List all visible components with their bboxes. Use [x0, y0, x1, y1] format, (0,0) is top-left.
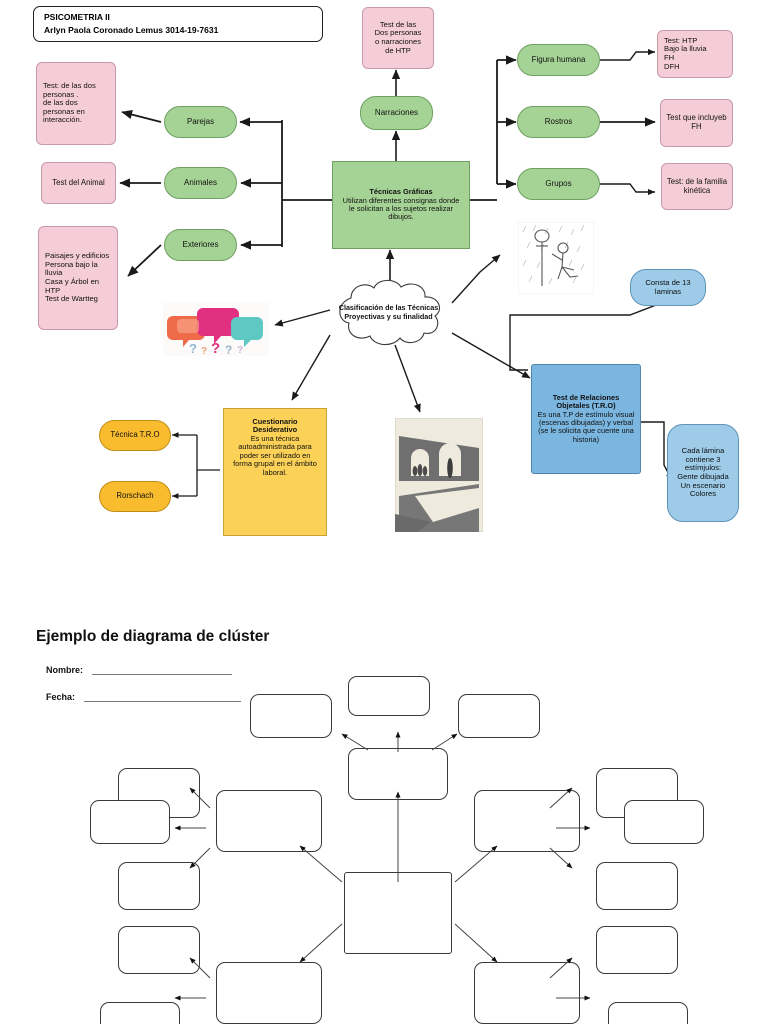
dos-personas-text: Test: de las dos personas . de las dos p…: [43, 80, 96, 125]
cluster-leaf-ur-2[interactable]: [624, 800, 704, 844]
note-htp-lluvia[interactable]: Test: HTP Bajo la lluvia FH DFH: [657, 30, 733, 78]
node-parejas[interactable]: Parejas: [164, 106, 237, 138]
node-tecnica-tro[interactable]: Técnica T.R.O: [99, 420, 171, 451]
cluster-leaf-top-right[interactable]: [458, 694, 540, 738]
name-label: Nombre:: [46, 665, 84, 675]
node-figura-humana[interactable]: Figura humana: [517, 44, 600, 76]
svg-text:?: ?: [237, 345, 243, 356]
test-animal-text: Test del Animal: [52, 177, 105, 187]
cluster-leaf-top-left[interactable]: [250, 694, 332, 738]
rorschach-label: Rorschach: [116, 491, 154, 501]
course-title: PSICOMETRIA II: [44, 12, 110, 22]
incluye-fh-text: Test que incluyeb FH: [666, 113, 727, 131]
tat-arches-card-image: [394, 417, 484, 533]
figura-humana-label: Figura humana: [531, 55, 586, 65]
laminas-text: Consta de 13 laminas: [645, 277, 691, 296]
note-familia-kinetica[interactable]: Test: de la familia kinética: [661, 163, 733, 210]
rostros-label: Rostros: [544, 117, 573, 127]
tro-body: Es una T.P de estímulo visual (escenas d…: [537, 409, 635, 444]
node-cuestionario-desiderativo[interactable]: Cuestionario Desiderativo Es una técnica…: [223, 408, 327, 536]
paisajes-text: Paisajes y edificios Persona bajo la llu…: [45, 251, 110, 304]
cloud-shape: [339, 279, 441, 346]
node-narraciones[interactable]: Narraciones: [360, 96, 433, 130]
date-label: Fecha:: [46, 692, 76, 702]
student-name: Arlyn Paola Coronado Lemus 3014-19-7631: [44, 24, 219, 35]
narraciones-htp-text: Test de las Dos personas o narraciones d…: [374, 19, 422, 55]
tro-title: Test de Relaciones Objetales (T.R.O): [552, 392, 620, 411]
parejas-label: Parejas: [186, 117, 215, 127]
svg-text:?: ?: [225, 343, 232, 356]
cluster-leaf-ul-2[interactable]: [90, 800, 170, 844]
node-rostros[interactable]: Rostros: [517, 106, 600, 138]
date-input-line[interactable]: [83, 693, 241, 702]
note-paisajes[interactable]: Paisajes y edificios Persona bajo la llu…: [38, 226, 118, 330]
note-narraciones-htp[interactable]: Test de las Dos personas o narraciones d…: [362, 7, 434, 69]
exteriores-label: Exteriores: [182, 240, 219, 250]
note-test-animal[interactable]: Test del Animal: [41, 162, 116, 204]
cluster-leaf-ur-3[interactable]: [596, 862, 678, 910]
cluster-hub-upper-left[interactable]: [216, 790, 322, 852]
cuestionario-body: Es una técnica autoadministrada para pod…: [233, 433, 317, 477]
cluster-diagram-connectors: [174, 731, 591, 1001]
svg-text:?: ?: [201, 346, 207, 356]
central-topic-label: Clasificación de las Técnicas Proyectiva…: [338, 303, 439, 321]
cluster-leaf-ll-2[interactable]: [100, 1002, 180, 1024]
cluster-leaf-lr-2[interactable]: [608, 1002, 688, 1024]
central-topic-cloud: Clasificación de las Técnicas Proyectiva…: [325, 281, 452, 343]
cluster-leaf-ul-3[interactable]: [118, 862, 200, 910]
cluster-hub-upper-right[interactable]: [474, 790, 580, 852]
person-under-rain-sketch-image: [517, 221, 595, 295]
note-cada-lamina-estimulos[interactable]: Cada lámina contiene 3 estímjulos: Gente…: [667, 424, 739, 522]
htp-lluvia-text: Test: HTP Bajo la lluvia FH DFH: [664, 35, 707, 71]
date-field-row: Fecha:: [46, 692, 241, 702]
grupos-label: Grupos: [545, 179, 572, 189]
cluster-leaf-lr-1[interactable]: [596, 926, 678, 974]
tecnicas-graficas-title: Técnicas Gráficas: [369, 187, 433, 197]
note-dos-personas[interactable]: Test: de las dos personas . de las dos p…: [36, 62, 116, 145]
node-tecnicas-graficas[interactable]: Técnicas Gráficas Utilizan diferentes co…: [332, 161, 470, 249]
familia-kinetica-text: Test: de la familia kinética: [666, 176, 728, 195]
node-exteriores[interactable]: Exteriores: [164, 229, 237, 261]
narraciones-label: Narraciones: [374, 108, 419, 118]
estimulos-text: Cada lámina contiene 3 estímjulos: Gente…: [677, 446, 729, 499]
note-incluye-fh[interactable]: Test que incluyeb FH: [660, 99, 733, 147]
worksheet-title: Ejemplo de diagrama de clúster: [36, 628, 270, 645]
cluster-center-box[interactable]: [344, 872, 452, 954]
svg-text:?: ?: [211, 340, 220, 356]
node-rorschach[interactable]: Rorschach: [99, 481, 171, 512]
name-input-line[interactable]: [91, 666, 232, 675]
name-field-row: Nombre:: [46, 665, 232, 675]
speech-bubbles-image: ? ? ? ? ?: [163, 302, 269, 357]
node-test-relaciones-objetales[interactable]: Test de Relaciones Objetales (T.R.O) Es …: [531, 364, 641, 474]
student-header-box: PSICOMETRIA II Arlyn Paola Coronado Lemu…: [33, 6, 323, 42]
cuestionario-title: Cuestionario Desiderativo: [252, 417, 298, 435]
animales-label: Animales: [184, 178, 217, 188]
tecnicas-graficas-body: Utilizan diferentes consignas donde le s…: [342, 195, 460, 222]
node-animales[interactable]: Animales: [164, 167, 237, 199]
tecnica-tro-label: Técnica T.R.O: [110, 430, 160, 440]
cluster-leaf-ll-1[interactable]: [118, 926, 200, 974]
svg-text:?: ?: [189, 341, 197, 356]
cluster-leaf-top-center[interactable]: [348, 676, 430, 716]
note-consta-13-laminas[interactable]: Consta de 13 laminas: [630, 269, 706, 306]
node-grupos[interactable]: Grupos: [517, 168, 600, 200]
